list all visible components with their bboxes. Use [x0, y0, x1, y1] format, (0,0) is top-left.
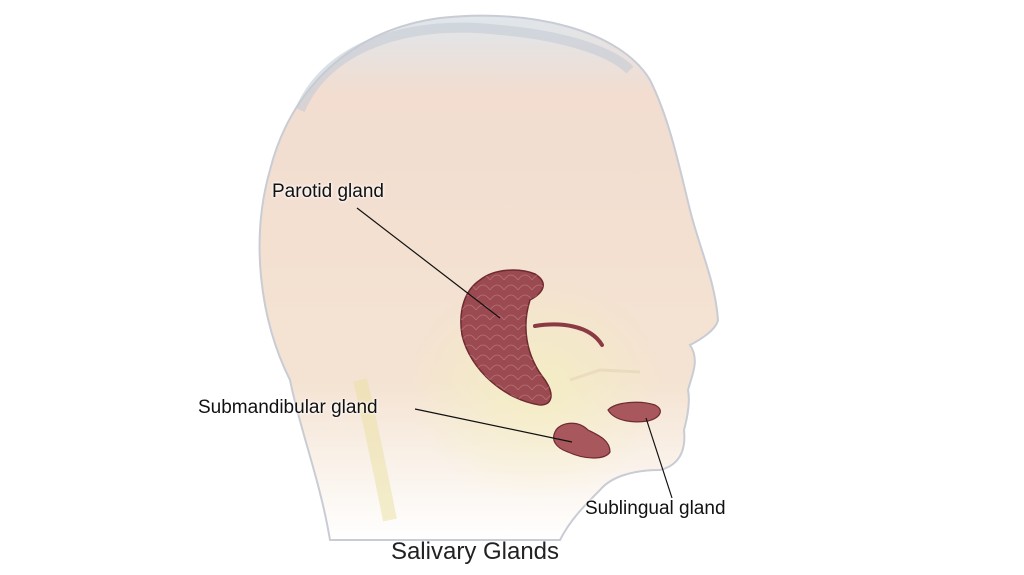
- parotid-gland-label: Parotid gland: [272, 181, 384, 202]
- sublingual-gland: [607, 401, 661, 423]
- hair: [295, 22, 634, 113]
- sublingual-leader-line: [645, 417, 673, 499]
- spine: [353, 378, 397, 522]
- parotid-gland: [460, 269, 604, 406]
- diagram-title: Salivary Glands: [390, 538, 560, 565]
- teeth: [569, 368, 641, 382]
- submandibular-gland-label: Submandibular gland: [198, 397, 378, 418]
- parotid-duct: [533, 322, 604, 347]
- parotid-leader-line: [356, 207, 501, 319]
- submandibular-gland: [553, 422, 611, 459]
- submandibular-leader-line: [414, 408, 573, 443]
- sublingual-gland-label: Sublingual gland: [585, 498, 726, 519]
